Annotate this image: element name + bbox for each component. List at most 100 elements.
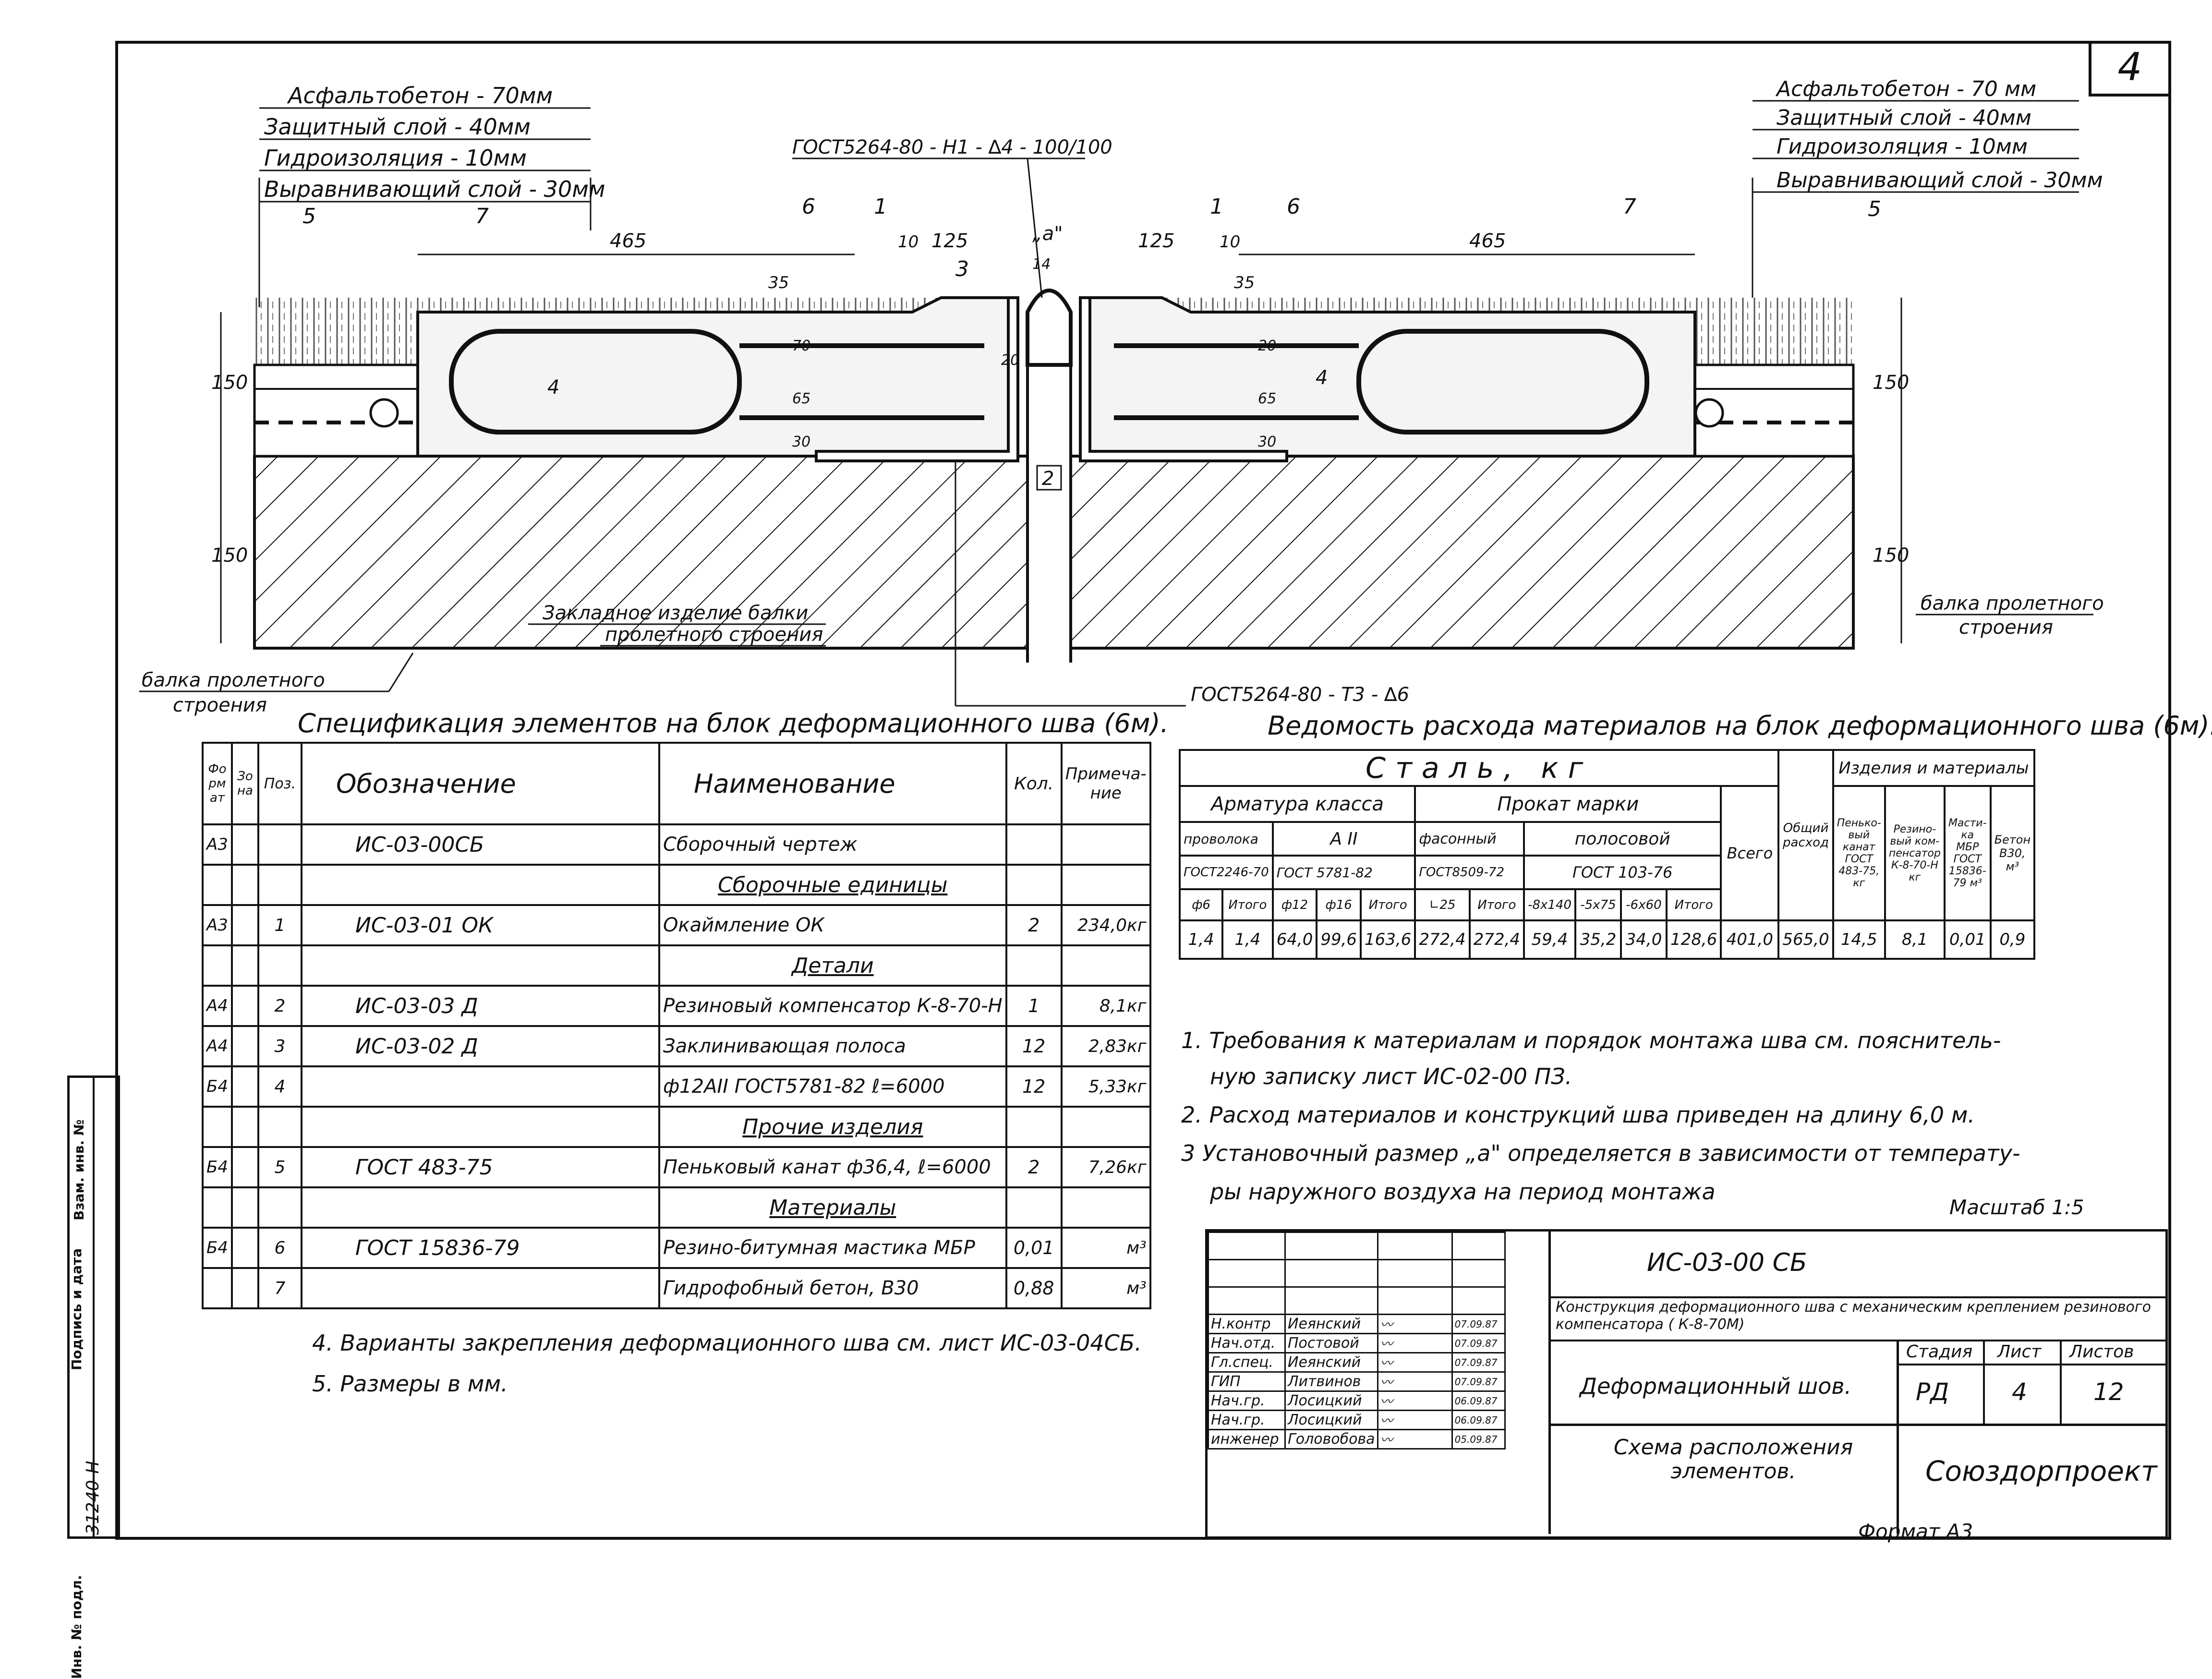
spec-cell: ИС-03-02 Д	[300, 1025, 660, 1067]
spec-row: Материалы	[202, 1186, 1151, 1229]
gost-bottom-label: ГОСТ5264-80 - Т3 - ∆6	[1191, 684, 1409, 706]
side-stamp-replace: Взам. инв. №	[71, 1119, 87, 1220]
signature-icon: 〰	[1380, 1376, 1393, 1390]
side-stamp: Инв. № подл. Подпись и дата Взам. инв. №…	[67, 1075, 120, 1679]
spec-cell	[1005, 944, 1063, 987]
mat-rubber: Резино-вый ком-пенсатор К-8-70-Н кг	[1884, 785, 1946, 921]
spec-cell: А3	[202, 904, 233, 946]
tb-signature: 〰	[1377, 1390, 1453, 1411]
dim: 35	[1234, 273, 1255, 292]
tb-person-row: Нач.гр.Лосицкий〰06.09.87	[1208, 1410, 1506, 1430]
dim: 20	[1001, 352, 1019, 369]
mat-size-cell: -5х75	[1574, 888, 1622, 921]
signature-icon: 〰	[1380, 1356, 1393, 1371]
layer-right-4: Выравнивающий слой - 30мм	[1777, 168, 2103, 193]
pos-marker: 1	[874, 194, 887, 219]
dim: 150	[211, 372, 248, 394]
spec-cell: 1	[1005, 985, 1063, 1027]
mat-size-cell: -8х140	[1523, 888, 1576, 921]
spec-cell: 7	[257, 1267, 302, 1309]
mat-concrete: Бетон В30, м³	[1989, 785, 2036, 921]
dim: 10	[1220, 232, 1240, 252]
tb-role: ГИП	[1208, 1371, 1286, 1392]
spec-cell	[300, 1186, 660, 1229]
tb-date: 07.09.87	[1451, 1314, 1506, 1334]
spec-cell	[230, 864, 259, 906]
tb-person-name: Лосицкий	[1284, 1410, 1378, 1430]
rebar-loop-right	[1356, 329, 1649, 435]
spec-h-name: Наименование	[658, 742, 1007, 825]
spec-cell: 8,1кг	[1060, 985, 1151, 1027]
sheet-number: 4	[2117, 45, 2142, 89]
beam-left	[253, 455, 1029, 650]
mat-value-cell: 565,0	[1777, 919, 1834, 960]
tb-person-name: Лосицкий	[1284, 1390, 1378, 1411]
scale-label: Масштаб 1:5	[1949, 1196, 2084, 1219]
pos-marker: 4	[1316, 367, 1328, 389]
spec-cell: А4	[202, 985, 233, 1027]
materials-title: Ведомость расхода материалов на блок деф…	[1268, 711, 2212, 741]
spec-cell: м³	[1060, 1267, 1151, 1309]
mat-value-cell: 35,2	[1574, 919, 1622, 960]
spec-cell: 6	[257, 1227, 302, 1269]
spec-cell	[300, 1106, 660, 1148]
spec-cell: ГОСТ 15836-79	[300, 1227, 660, 1269]
spec-cell: м³	[1060, 1227, 1151, 1269]
tb-empty-cell	[1208, 1286, 1286, 1315]
tb-sheet: 4	[2012, 1378, 2027, 1406]
mat-size-cell: ф6	[1178, 888, 1224, 921]
spec-cell	[257, 864, 302, 906]
spec-cell: А4	[202, 1025, 233, 1067]
spec-cell	[1005, 864, 1063, 906]
tb-date: 07.09.87	[1451, 1371, 1506, 1392]
pos-marker: 4	[547, 376, 559, 399]
dim: 125	[931, 230, 968, 252]
dim: 65	[1258, 390, 1276, 407]
tb-signature: 〰	[1377, 1371, 1453, 1392]
spec-cell	[230, 1186, 259, 1229]
spec-cell	[230, 1065, 259, 1108]
mat-value-cell: 34,0	[1620, 919, 1668, 960]
mat-armature: Арматура класса	[1178, 785, 1416, 823]
format-label: Формат А3	[1858, 1520, 1973, 1543]
embed-label-1: Закладное изделие балки	[543, 602, 808, 624]
rebar-loop-left	[449, 329, 742, 435]
tb-object: Деформационный шов.	[1580, 1373, 1852, 1399]
mat-size-cell: Итого	[1665, 888, 1722, 921]
signature-icon: 〰	[1380, 1433, 1393, 1448]
spec-row: Детали	[202, 944, 1151, 987]
dim: 150	[1873, 372, 1909, 394]
signature-icon: 〰	[1380, 1395, 1393, 1409]
spec-cell	[230, 1106, 259, 1148]
tb-person-row: Гл.спец.Иеянский〰07.09.87	[1208, 1352, 1506, 1373]
mat-value-cell: 401,0	[1720, 919, 1780, 960]
spec-cell: Б4	[202, 1146, 233, 1188]
note-right-2: ную записку лист ИС-02-00 ПЗ.	[1210, 1063, 1572, 1089]
pos-marker: 5	[1868, 197, 1881, 221]
tb-person-row: Нач.отд.Постовой〰07.09.87	[1208, 1333, 1506, 1353]
spec-cell: Прочие изделия	[658, 1106, 1007, 1148]
spec-cell: 2	[257, 985, 302, 1027]
spec-cell	[202, 1106, 233, 1148]
spec-cell	[230, 944, 259, 987]
tb-role: Нач.гр.	[1208, 1390, 1286, 1411]
mat-std-shaped: ГОСТ8509-72	[1414, 855, 1525, 890]
spec-cell: 12	[1005, 1065, 1063, 1108]
tb-empty-cell	[1451, 1259, 1506, 1288]
tb-empty-cell	[1377, 1286, 1453, 1315]
layer-left-2: Защитный слой - 40мм	[264, 114, 531, 140]
spec-cell	[1060, 1106, 1151, 1148]
spec-title: Спецификация элементов на блок деформаци…	[298, 708, 1169, 738]
spec-cell: 2	[1005, 904, 1063, 946]
pos-marker: 5	[302, 204, 316, 229]
mat-std-wire: ГОСТ2246-70	[1179, 855, 1274, 890]
tb-sheets: 12	[2093, 1378, 2124, 1406]
spec-cell: Гидрофобный бетон, В30	[658, 1267, 1007, 1309]
note-right-4: 3 Установочный размер „а" определяется в…	[1181, 1140, 2020, 1166]
spec-cell: ф12АII ГОСТ5781-82 ℓ=6000	[658, 1065, 1007, 1108]
beam-right	[1069, 455, 1855, 650]
layer-right-1: Асфальтобетон - 70 мм	[1775, 77, 2036, 101]
